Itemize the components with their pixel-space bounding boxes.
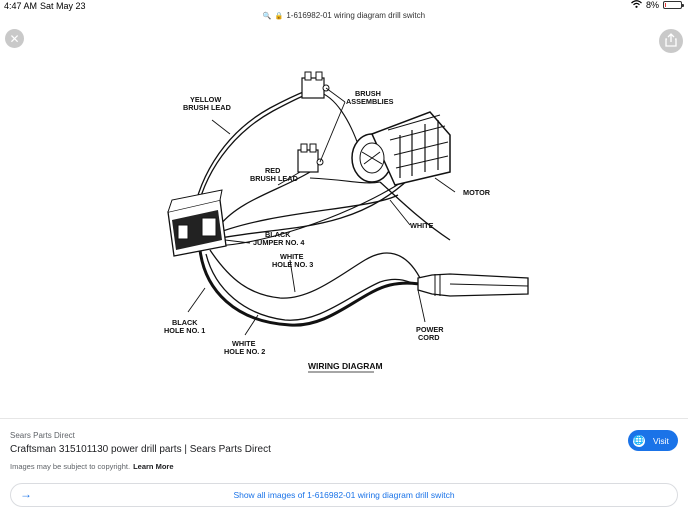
source-name[interactable]: Sears Parts Direct: [10, 431, 75, 440]
wifi-icon: [631, 0, 642, 10]
battery-percent: 8%: [645, 0, 659, 10]
status-date: Sat May 23: [40, 1, 86, 11]
switch-part: [167, 189, 227, 257]
power-cord-part: [417, 273, 529, 297]
image-info-panel: Sears Parts Direct Craftsman 315101130 p…: [0, 418, 688, 516]
close-icon: ✕: [9, 31, 20, 46]
label-black-jumper-2: JUMPER NO. 4: [253, 238, 305, 247]
lock-icon: 🔒: [274, 13, 284, 20]
motor-part: [351, 111, 451, 186]
label-yellow-brush-lead-1: YELLOW: [190, 95, 221, 104]
label-black-jumper-1: BLACK: [265, 230, 291, 239]
show-all-images-button[interactable]: → Show all images of 1-616982-01 wiring …: [10, 483, 678, 507]
copyright-notice: Images may be subject to copyright.Learn…: [10, 462, 174, 471]
close-button[interactable]: ✕: [5, 29, 24, 48]
label-wiring-diagram-title: WIRING DIAGRAM: [308, 361, 383, 371]
show-all-images-label: Show all images of 1-616982-01 wiring di…: [233, 490, 455, 500]
label-red-brush-lead-1: RED: [265, 166, 280, 175]
label-white-hole-2-2: HOLE NO. 2: [224, 347, 265, 356]
arrow-right-icon: →: [20, 487, 32, 501]
label-black-hole-1-1: BLACK: [172, 318, 198, 327]
copyright-text: Images may be subject to copyright.: [10, 462, 131, 471]
share-button[interactable]: [659, 29, 683, 53]
status-bar: 4:47 AM Sat May 23 8%: [0, 0, 688, 12]
label-brush-assemblies-2: ASSEMBLIES: [346, 97, 394, 106]
label-red-brush-lead-2: BRUSH LEAD: [250, 174, 298, 183]
page-title[interactable]: Craftsman 315101130 power drill parts | …: [10, 444, 271, 455]
brush-assembly-top: [301, 71, 330, 99]
globe-icon: 🌐: [633, 434, 645, 447]
label-white-hole-2-1: WHITE: [232, 339, 256, 348]
wiring-diagram-image: YELLOW BRUSH LEAD BRUSH ASSEMBLIES RED B…: [164, 71, 529, 373]
brush-assembly-lower: [297, 143, 324, 173]
label-white-hole-3-1: WHITE: [280, 252, 304, 261]
battery-icon: [663, 1, 684, 9]
share-icon: [665, 32, 677, 50]
label-white: WHITE: [410, 221, 434, 230]
learn-more-link[interactable]: Learn More: [133, 462, 174, 471]
visit-button[interactable]: 🌐 Visit: [628, 430, 678, 451]
label-power-cord-1: POWER: [416, 325, 444, 334]
status-right: 8%: [631, 0, 684, 10]
url-bar[interactable]: 🔍🔒1-616982-01 wiring diagram drill switc…: [0, 11, 688, 20]
battery-fill: [665, 3, 666, 7]
label-black-hole-1-2: HOLE NO. 1: [164, 326, 205, 335]
label-yellow-brush-lead-2: BRUSH LEAD: [183, 103, 231, 112]
visit-label: Visit: [653, 435, 669, 446]
label-motor: MOTOR: [463, 188, 491, 197]
url-text: 1-616982-01 wiring diagram drill switch: [286, 11, 426, 20]
label-power-cord-2: CORD: [418, 333, 440, 342]
label-brush-assemblies-1: BRUSH: [355, 89, 381, 98]
status-time: 4:47 AM: [4, 1, 38, 11]
label-white-hole-3-2: HOLE NO. 3: [272, 260, 313, 269]
search-icon: 🔍: [262, 13, 272, 20]
